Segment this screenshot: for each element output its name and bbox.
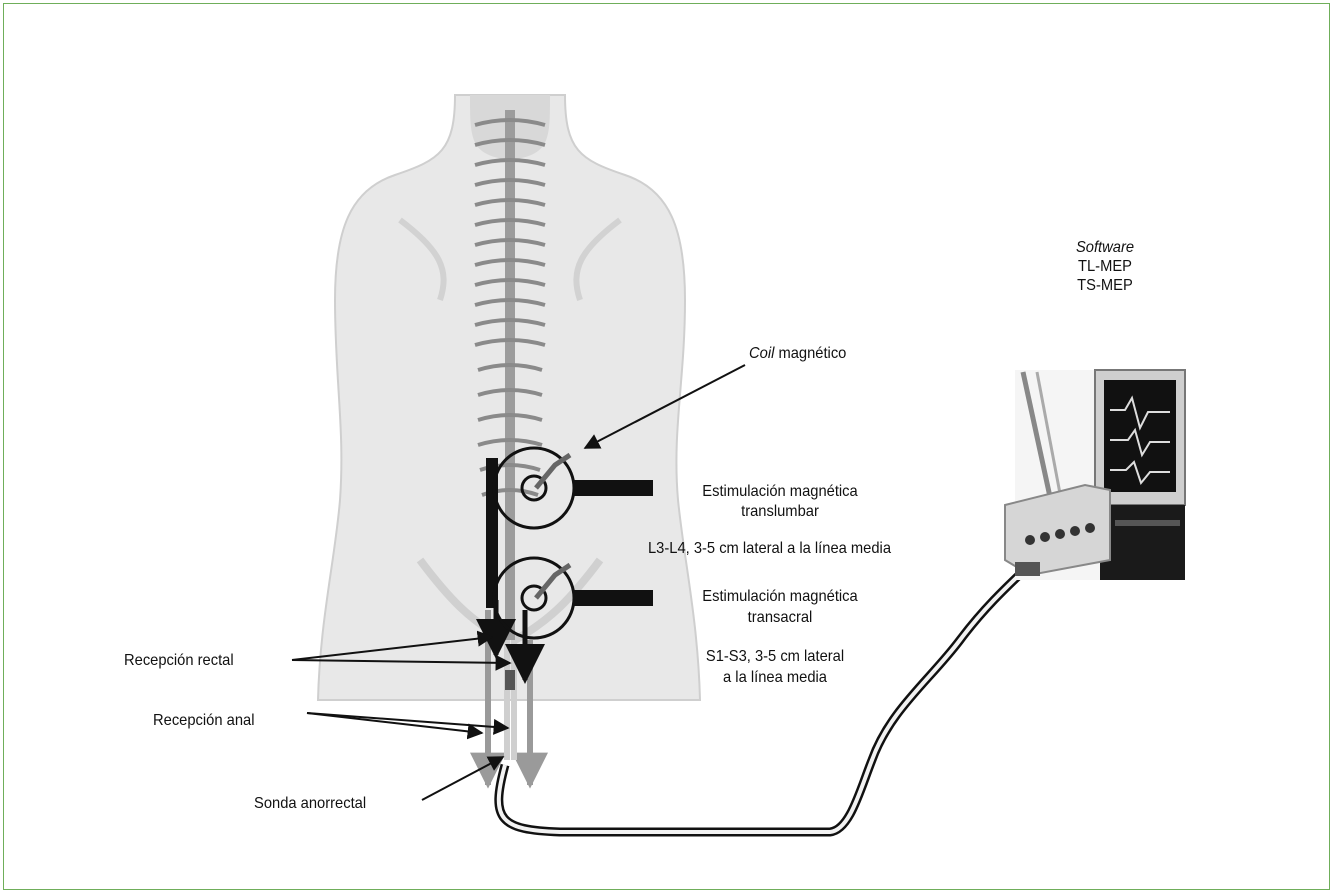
anorectal-probe-label: Sonda anorrectal — [254, 793, 366, 814]
emg-monitor-device — [1005, 370, 1185, 580]
coil-label: Coil magnético — [749, 343, 846, 364]
software-title: Software — [1064, 237, 1147, 258]
transacral-site-1: S1-S3, 3-5 cm lateral — [683, 646, 867, 667]
rectal-reception-label: Recepción rectal — [124, 650, 234, 671]
monitor-screen — [1104, 380, 1176, 492]
translumbar-title-1: Estimulación magnética — [674, 481, 886, 502]
transacral-site-2: a la línea media — [683, 667, 867, 688]
translumbar-title-2: translumbar — [674, 501, 886, 522]
transacral-title-2: transacral — [674, 607, 886, 628]
ts-mep-label: TS-MEP — [1064, 275, 1147, 296]
tl-mep-label: TL-MEP — [1064, 256, 1147, 277]
translumbar-site: L3-L4, 3-5 cm lateral a la línea media — [648, 538, 891, 559]
back-torso-illustration — [318, 95, 700, 700]
transacral-title-1: Estimulación magnética — [674, 586, 886, 607]
anal-reception-label: Recepción anal — [153, 710, 254, 731]
